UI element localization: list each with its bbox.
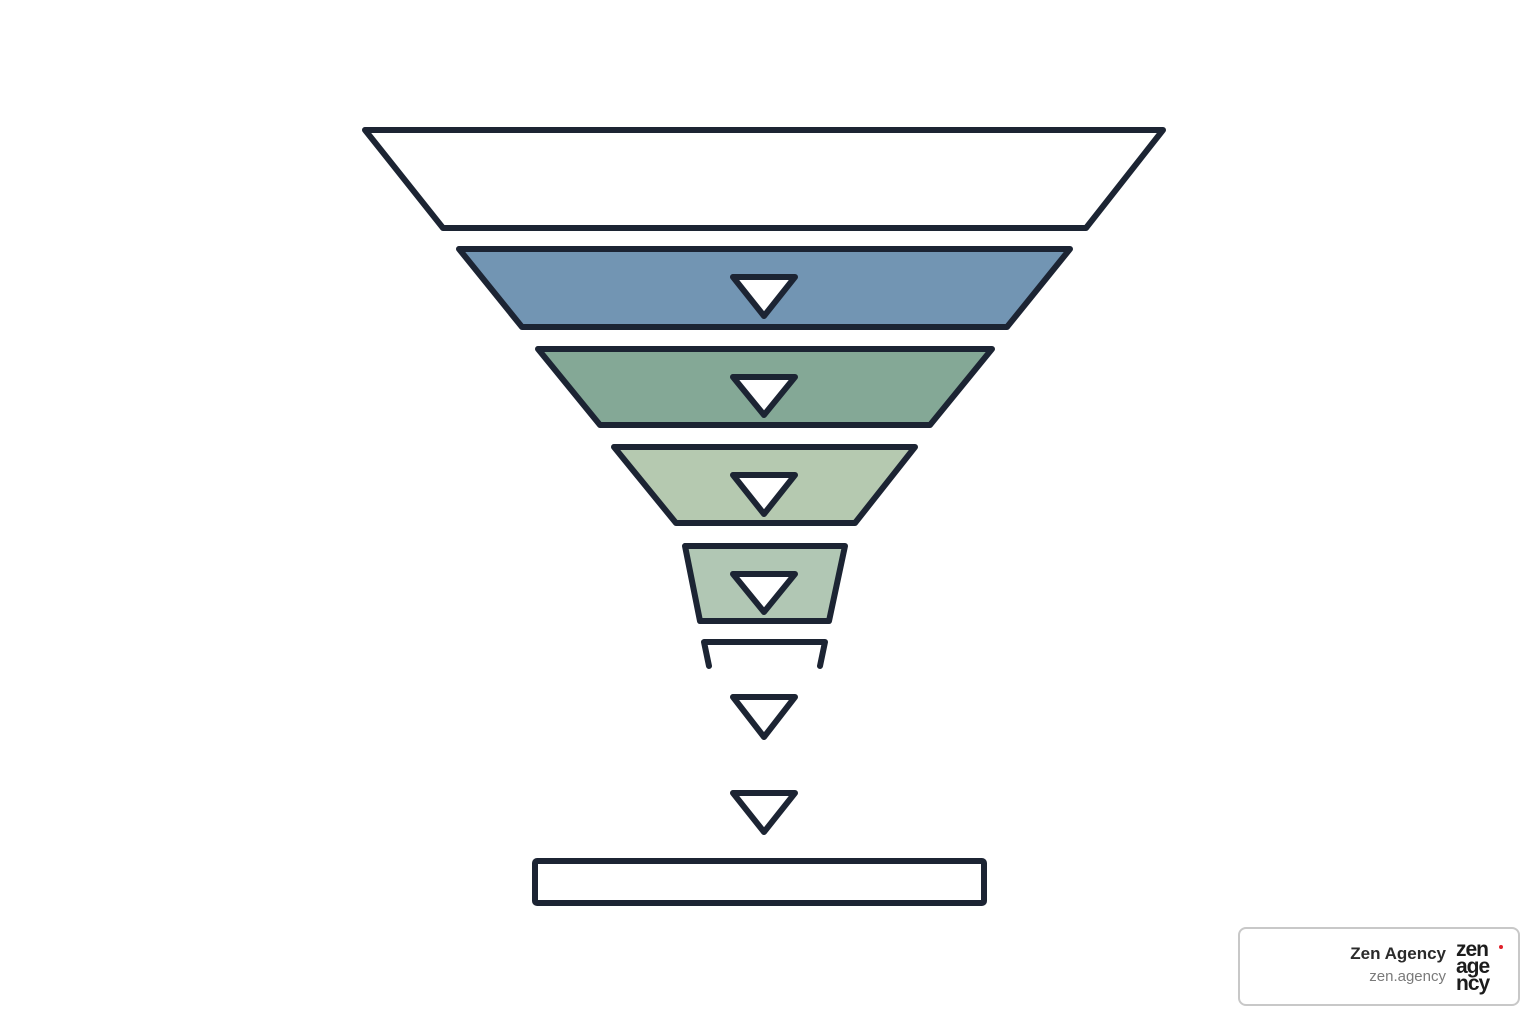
down-arrow-icon <box>730 472 798 517</box>
brand-url[interactable]: zen.agency <box>1369 968 1446 985</box>
brand-name: Zen Agency <box>1350 944 1446 963</box>
down-arrow-icon <box>730 374 798 418</box>
funnel-stage-1 <box>362 127 1166 231</box>
funnel-stage-6 <box>701 639 828 669</box>
logo-dot <box>1499 945 1503 949</box>
funnel-output-box <box>532 858 987 906</box>
down-arrow-icon <box>730 790 798 835</box>
down-arrow-icon <box>730 571 798 615</box>
brand-badge[interactable]: Zen Agency zen.agency zen age ncy <box>1238 927 1520 1006</box>
logo-line-2: age <box>1456 955 1490 978</box>
down-arrow-icon <box>730 274 798 319</box>
brand-text-block: Zen Agency zen.agency <box>1350 943 1446 987</box>
logo-line-3: ncy <box>1456 972 1490 995</box>
logo-line-1: zen <box>1456 938 1489 961</box>
zen-agency-logo-icon: zen age ncy <box>1456 939 1508 995</box>
down-arrow-icon <box>730 694 798 740</box>
